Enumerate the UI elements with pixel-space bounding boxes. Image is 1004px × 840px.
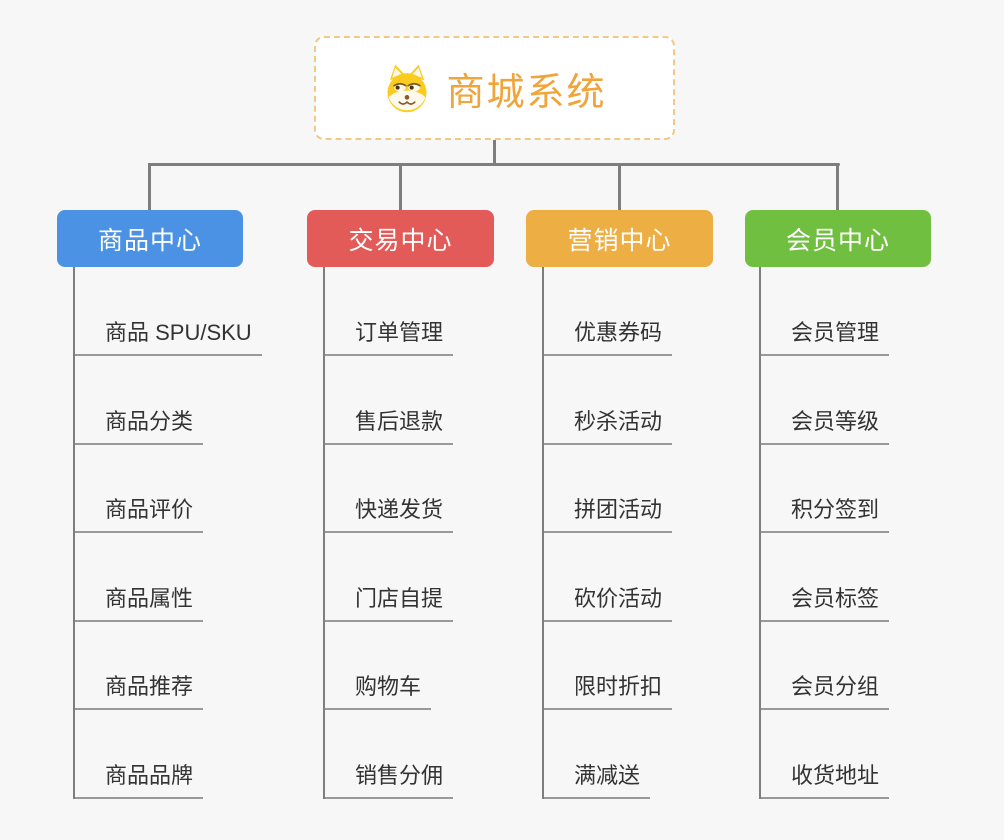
- leaf-node[interactable]: 拼团活动: [542, 445, 782, 533]
- leaf-node[interactable]: 满减送: [542, 710, 782, 799]
- leaf-node[interactable]: 销售分佣: [323, 710, 563, 799]
- leaf-node[interactable]: 会员标签: [759, 533, 999, 622]
- leaf-label: 商品品牌: [73, 758, 204, 799]
- leaf-node[interactable]: 商品分类: [73, 356, 313, 445]
- leaf-label: 限时折扣: [542, 669, 673, 710]
- leaf-node[interactable]: 售后退款: [323, 356, 563, 445]
- leaf-label: 商品分类: [73, 404, 204, 445]
- leaf-label: 满减送: [542, 758, 651, 799]
- leaf-label: 砍价活动: [542, 581, 673, 622]
- leaf-label: 会员分组: [759, 669, 890, 710]
- leaf-label: 销售分佣: [323, 758, 454, 799]
- leaf-node[interactable]: 商品推荐: [73, 622, 313, 710]
- branch-column-member: 会员管理 会员等级 积分签到 会员标签 会员分组 收货地址: [759, 267, 999, 799]
- leaf-label: 优惠券码: [542, 315, 673, 356]
- branch-column-product: 商品 SPU/SKU 商品分类 商品评价 商品属性 商品推荐 商品品牌: [73, 267, 313, 799]
- branch-column-marketing: 优惠券码 秒杀活动 拼团活动 砍价活动 限时折扣 满减送: [542, 267, 782, 799]
- connector-root-drop: [493, 140, 496, 165]
- connector-drop: [618, 163, 621, 210]
- leaf-node[interactable]: 购物车: [323, 622, 563, 710]
- branch-node-product[interactable]: 商品中心: [57, 210, 243, 267]
- leaf-label: 购物车: [323, 669, 432, 710]
- connector-trunk: [73, 267, 75, 799]
- leaf-node[interactable]: 商品品牌: [73, 710, 313, 799]
- leaf-node[interactable]: 砍价活动: [542, 533, 782, 622]
- leaf-node[interactable]: 商品 SPU/SKU: [73, 267, 313, 356]
- leaf-label: 积分签到: [759, 492, 890, 533]
- leaf-label: 商品 SPU/SKU: [73, 315, 262, 356]
- connector-bus: [148, 163, 840, 166]
- leaf-node[interactable]: 积分签到: [759, 445, 999, 533]
- leaf-label: 会员等级: [759, 404, 890, 445]
- leaf-node[interactable]: 门店自提: [323, 533, 563, 622]
- root-node[interactable]: 商城系统: [314, 36, 675, 140]
- leaf-label: 订单管理: [323, 315, 454, 356]
- leaf-label: 快递发货: [323, 492, 454, 533]
- leaf-node[interactable]: 收货地址: [759, 710, 999, 799]
- leaf-node[interactable]: 会员分组: [759, 622, 999, 710]
- branch-node-trade[interactable]: 交易中心: [307, 210, 494, 267]
- leaf-node[interactable]: 秒杀活动: [542, 356, 782, 445]
- leaf-label: 拼团活动: [542, 492, 673, 533]
- connector-drop: [399, 163, 402, 210]
- leaf-node[interactable]: 会员等级: [759, 356, 999, 445]
- leaf-label: 会员标签: [759, 581, 890, 622]
- connector-drop: [148, 163, 151, 210]
- connector-drop: [836, 163, 839, 210]
- leaf-label: 门店自提: [323, 581, 454, 622]
- branch-node-marketing[interactable]: 营销中心: [526, 210, 713, 267]
- leaf-node[interactable]: 会员管理: [759, 267, 999, 356]
- leaf-label: 售后退款: [323, 404, 454, 445]
- leaf-label: 会员管理: [759, 315, 890, 356]
- leaf-node[interactable]: 订单管理: [323, 267, 563, 356]
- leaf-node[interactable]: 限时折扣: [542, 622, 782, 710]
- connector-trunk: [323, 267, 325, 799]
- leaf-label: 秒杀活动: [542, 404, 673, 445]
- leaf-node[interactable]: 商品评价: [73, 445, 313, 533]
- leaf-node[interactable]: 快递发货: [323, 445, 563, 533]
- branch-column-trade: 订单管理 售后退款 快递发货 门店自提 购物车 销售分佣: [323, 267, 563, 799]
- leaf-label: 商品推荐: [73, 669, 204, 710]
- leaf-label: 商品属性: [73, 581, 204, 622]
- leaf-label: 商品评价: [73, 492, 204, 533]
- leaf-node[interactable]: 商品属性: [73, 533, 313, 622]
- connector-trunk: [759, 267, 761, 799]
- connector-trunk: [542, 267, 544, 799]
- leaf-node[interactable]: 优惠券码: [542, 267, 782, 356]
- leaf-label: 收货地址: [759, 758, 890, 799]
- shiba-dog-icon: [387, 64, 428, 113]
- branch-node-member[interactable]: 会员中心: [745, 210, 931, 267]
- root-title: 商城系统: [446, 71, 607, 114]
